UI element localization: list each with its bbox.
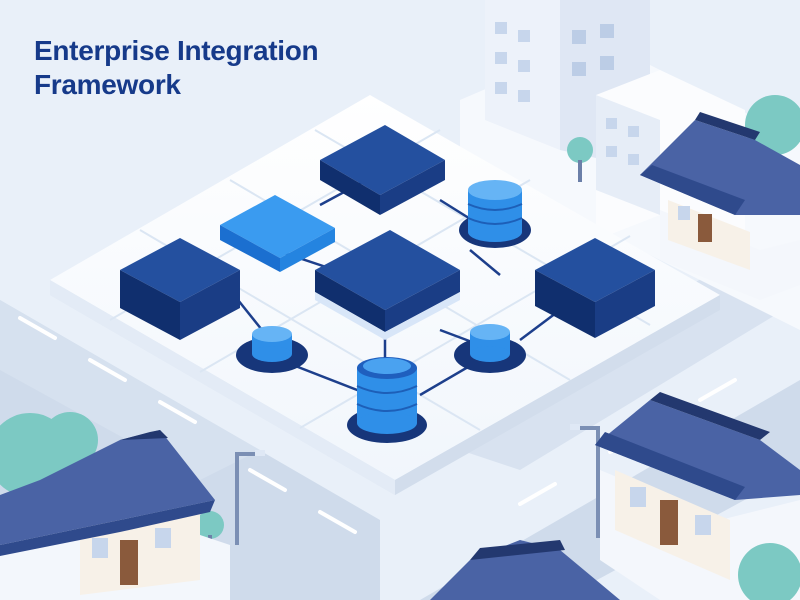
hanok-house-icon (640, 112, 800, 300)
database-icon (236, 326, 308, 373)
streetlight-icon (235, 424, 600, 545)
service-block-icon (320, 125, 445, 215)
hanok-house-icon (430, 392, 800, 600)
hanok-house-icon (0, 430, 230, 600)
database-icon (459, 180, 531, 248)
page-title: Enterprise Integration Framework (34, 34, 319, 102)
title-line-2: Framework (34, 69, 181, 100)
service-block-icon (535, 238, 655, 338)
service-block-icon (120, 238, 240, 340)
database-icon (454, 324, 526, 373)
title-line-1: Enterprise Integration (34, 35, 319, 66)
service-block-icon (220, 195, 335, 272)
service-block-icon (315, 230, 460, 340)
database-icon (347, 357, 427, 443)
tree-icon (567, 95, 800, 182)
